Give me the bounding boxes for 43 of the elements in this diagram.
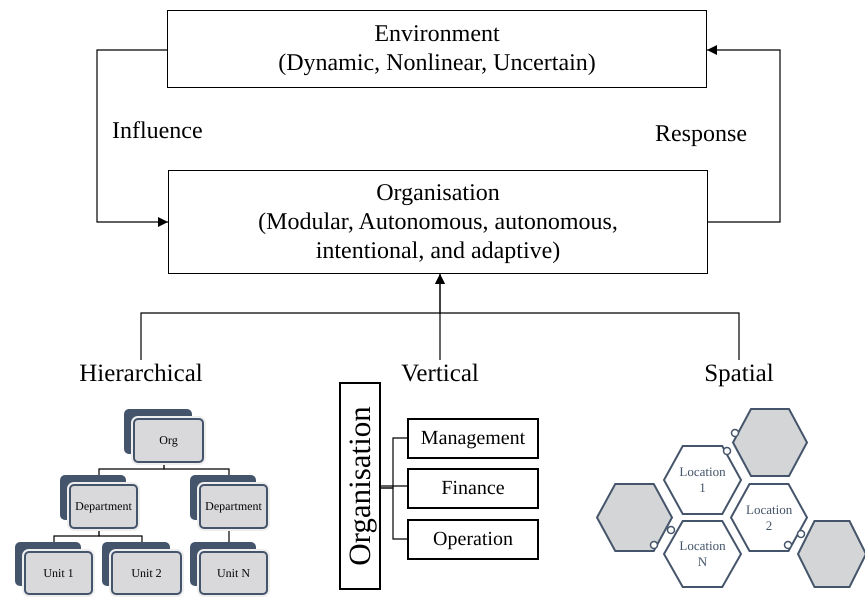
connector-line [163, 463, 230, 475]
box-text: (Dynamic, Nonlinear, Uncertain) [278, 49, 596, 78]
connector-line [228, 529, 230, 542]
hexagon [732, 408, 808, 477]
hexagon-label: Location 2 [745, 502, 794, 534]
org-chart-box [190, 475, 268, 529]
department-box: Operation [407, 519, 539, 560]
org-chart-box [15, 542, 93, 595]
hexagon [663, 520, 742, 588]
box-label: Unit 2 [131, 566, 162, 580]
connector-line [381, 485, 407, 487]
org-chart-box [60, 475, 138, 529]
hexagon-label: Location 1 [678, 464, 727, 496]
hexagon [797, 520, 865, 588]
vertical-box [339, 382, 381, 590]
box-label: Department [205, 499, 262, 514]
box-label: Org [159, 433, 178, 448]
section-heading: Spatial [689, 360, 789, 392]
connector-line [98, 529, 143, 542]
box-title: Organisation [376, 178, 500, 208]
section-heading: Hierarchical [66, 360, 216, 392]
arrow [707, 45, 781, 223]
connector-line [381, 487, 407, 540]
hexagon [730, 483, 808, 552]
arrow [435, 274, 740, 360]
process-box [168, 170, 708, 274]
arrow [96, 49, 168, 227]
org-chart-box [190, 542, 268, 595]
org-chart-box [124, 409, 204, 463]
box-label: Department [75, 499, 132, 514]
hexagon [596, 483, 673, 552]
department-box: Management [407, 418, 539, 459]
process-box [167, 10, 707, 88]
department-box: Finance [407, 468, 539, 509]
org-chart-box [102, 542, 182, 595]
box-label: Unit 1 [43, 566, 74, 580]
box-label: Unit N [217, 566, 250, 580]
hexagon-label: Location N [678, 538, 727, 570]
section-heading: Vertical [380, 360, 500, 392]
hexagon [663, 445, 742, 515]
rotated-label: Organisation [342, 406, 378, 566]
box-title: Environment [374, 20, 500, 49]
box-text: (Modular, Autonomous, autonomous, intentional, and adaptive) [257, 208, 619, 266]
